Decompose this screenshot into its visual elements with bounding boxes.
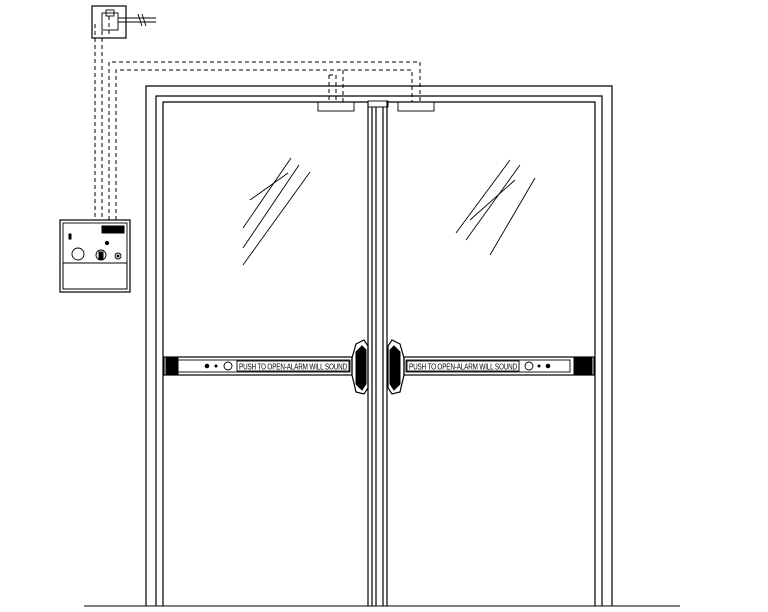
alarm-control-panel: [59, 219, 131, 293]
door-frame: [84, 85, 680, 607]
center-mullion: [372, 106, 384, 606]
left-glass-reflection: [242, 157, 311, 266]
right-glass-reflection: [455, 159, 536, 256]
power-supply-box: [91, 5, 156, 39]
right-bar-label: PUSH TO OPEN-ALARM WILL SOUND: [409, 363, 517, 372]
right-door-leaf: [386, 101, 596, 606]
dashed-wiring: [94, 16, 421, 220]
left-door-leaf: [162, 101, 373, 606]
left-exit-device: PUSH TO OPEN-ALARM WILL SOUND: [163, 339, 369, 395]
right-exit-device: PUSH TO OPEN-ALARM WILL SOUND: [387, 339, 595, 395]
left-bar-label: PUSH TO OPEN-ALARM WILL SOUND: [239, 363, 347, 372]
